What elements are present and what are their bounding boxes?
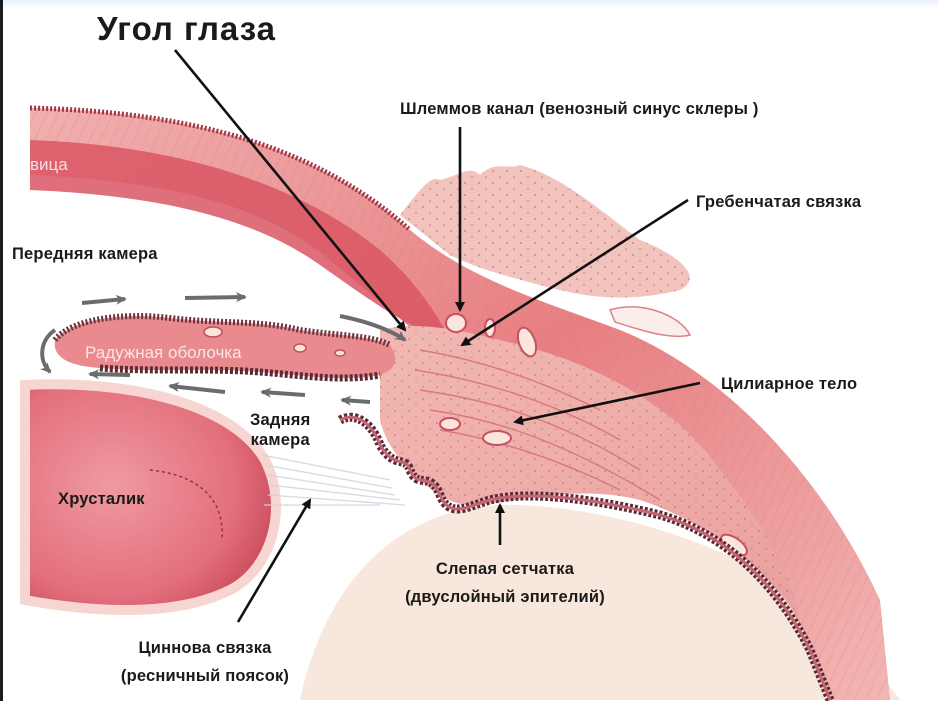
label-blind-retina-line2: (двуслойный эпителий) — [360, 583, 650, 611]
label-blind-retina-line1: Слепая сетчатка — [360, 555, 650, 583]
label-blind-retina: Слепая сетчатка (двуслойный эпителий) — [360, 555, 650, 611]
label-zonule: Циннова связка (ресничный поясок) — [80, 634, 330, 690]
label-iris: Радужная оболочка — [85, 343, 242, 363]
label-posterior-chamber-line1: Задняя — [250, 410, 310, 430]
label-posterior-chamber: Задняя камера — [250, 410, 310, 450]
label-ciliary-body: Цилиарное тело — [721, 375, 857, 394]
label-zonule-line2: (ресничный поясок) — [80, 662, 330, 690]
zonule-fibres — [262, 455, 405, 505]
label-posterior-chamber-line2: камера — [250, 430, 310, 450]
diagram-title: Угол глаза — [97, 10, 276, 48]
label-anterior-chamber: Передняя камера — [12, 245, 158, 264]
label-schlemm-canal: Шлеммов канал (венозный синус склеры ) — [400, 100, 759, 119]
label-pectinate-ligament: Гребенчатая связка — [696, 193, 861, 212]
label-lens: Хрусталик — [58, 490, 145, 509]
label-cornea: вица — [30, 155, 68, 175]
label-zonule-line1: Циннова связка — [80, 634, 330, 662]
